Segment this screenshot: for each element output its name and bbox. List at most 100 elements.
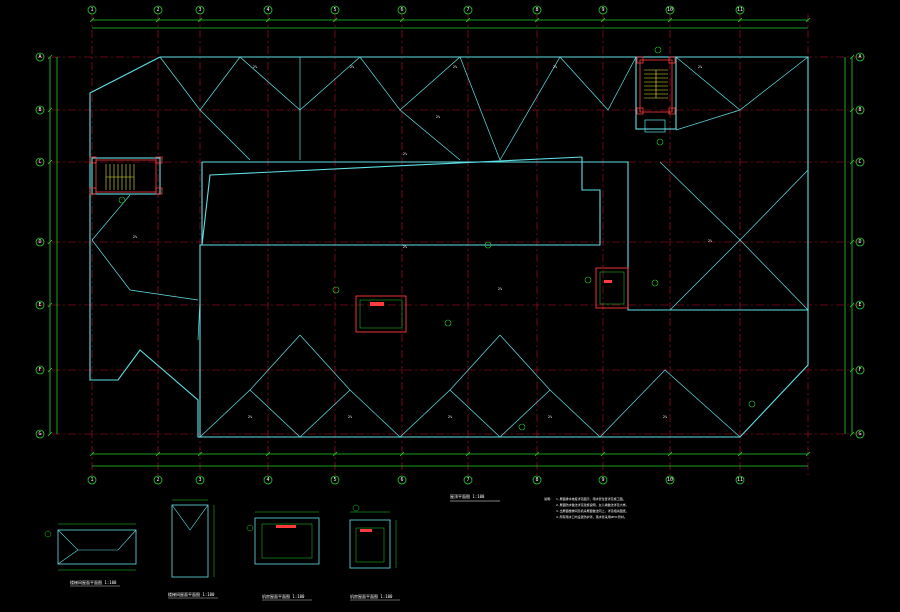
axis-bubble-label: 2	[156, 477, 159, 483]
axis-bubble-label: 3	[198, 477, 201, 483]
slope-label: 2%	[498, 287, 503, 291]
axis-bubble	[35, 157, 45, 167]
detail-drawing-3: 机房屋面平面图 1:100	[246, 511, 320, 601]
note-line: 1.屋面排水坡度详见图示，雨水管位置详见施工图。	[556, 496, 626, 501]
axis-bubble-label: 5	[333, 477, 336, 483]
axis-bubble	[463, 475, 473, 485]
axis-bubble	[35, 300, 45, 310]
left-stair-room	[89, 156, 163, 195]
axis-bubble	[397, 5, 407, 15]
axis-bubble	[855, 52, 865, 62]
axis-bubble-label: E	[858, 302, 861, 308]
slope-label: 2%	[453, 65, 458, 69]
axis-bubble	[855, 105, 865, 115]
axis-bubble	[598, 475, 608, 485]
slope-label: 2%	[403, 152, 408, 156]
slope-label: 2%	[350, 65, 355, 69]
machine-room-center	[355, 295, 407, 333]
axis-bubble	[35, 365, 45, 375]
dimension-lines	[49, 19, 853, 467]
detail-drawing-4: 机房屋面平面图 1:100	[349, 504, 400, 601]
slope-label: 2%	[698, 65, 703, 69]
axis-bubble-label: 11	[737, 7, 743, 13]
note-line: 3.出屋面楼梯间及机房屋面做法同上，详见相关图纸。	[556, 508, 629, 513]
machine-room-right	[595, 267, 629, 309]
axis-bubble	[35, 429, 45, 439]
axis-bubble	[855, 300, 865, 310]
axis-bubble	[397, 475, 407, 485]
slope-label: 2%	[248, 415, 253, 419]
detail-title-4: 机房屋面平面图 1:100	[350, 593, 393, 599]
axis-bubble	[735, 5, 745, 15]
axis-bubble	[153, 5, 163, 15]
axis-bubble-label: 7	[466, 477, 469, 483]
axis-bubble-label: B	[38, 107, 41, 113]
notes-block: 说明: 1.屋面排水坡度详见图示，雨水管位置详见施工图。 2.屋面防水做法详见建…	[544, 496, 629, 519]
axis-bubble-label: 9	[601, 7, 604, 13]
axis-bubble	[153, 475, 163, 485]
axis-bubble	[855, 365, 865, 375]
slope-label: 2%	[553, 65, 558, 69]
axis-bubble	[855, 157, 865, 167]
axis-bubble-label: 6	[400, 7, 403, 13]
axis-bubble-label: 2	[156, 7, 159, 13]
slope-label: 2%	[708, 239, 713, 243]
axis-bubble	[35, 52, 45, 62]
axis-bubble-label: 11	[737, 477, 743, 483]
slope-label: 2%	[663, 415, 668, 419]
axis-bubble-label: 8	[535, 477, 538, 483]
axis-bubble-label: 1	[90, 477, 93, 483]
axis-bubble	[87, 475, 97, 485]
axis-bubble-label: C	[858, 159, 861, 165]
slope-label: 2%	[348, 415, 353, 419]
axis-bubble-label: 1	[90, 7, 93, 13]
dimension-ticks	[47, 17, 855, 457]
axis-bubble	[35, 105, 45, 115]
axis-bubble-label: D	[858, 239, 861, 245]
slope-labels: 2% 2% 2% 2% 2% 2% 2% 2% 2% 2% 2% 2% 2% 2…	[133, 65, 713, 419]
detail-markers	[118, 46, 756, 431]
axis-bubble-label: 5	[333, 7, 336, 13]
axis-bubble-label: F	[858, 367, 861, 373]
axis-bubble-label: F	[38, 367, 41, 373]
axis-bubble-label: 7	[466, 7, 469, 13]
note-line: 2.屋面防水做法详见建施说明，女儿墙做法详见大样。	[556, 502, 629, 507]
axis-bubble	[263, 5, 273, 15]
axis-bubble	[463, 5, 473, 15]
slope-label: 2%	[448, 415, 453, 419]
axis-bubble	[532, 5, 542, 15]
main-title: 屋顶平面图 1:100	[450, 493, 485, 499]
axis-bubble-label: C	[38, 159, 41, 165]
detail-title-1: 楼梯间屋面平面图 1:100	[70, 579, 117, 585]
axis-bubble	[665, 5, 675, 15]
axis-bubble-label: 6	[400, 477, 403, 483]
axis-bubble	[263, 475, 273, 485]
axis-bubble-label: B	[858, 107, 861, 113]
axis-bubble	[855, 237, 865, 247]
axis-bubble	[330, 475, 340, 485]
axis-bubble	[532, 475, 542, 485]
axis-bubble-label: G	[38, 431, 41, 437]
axis-bubble-label: G	[858, 431, 861, 437]
detail-drawing-2: 楼梯间屋面平面图 1:100	[168, 499, 218, 599]
slope-label: 2%	[548, 415, 553, 419]
axis-bubble	[195, 5, 205, 15]
slope-label: 2%	[403, 245, 408, 249]
slope-label: 2%	[133, 235, 138, 239]
axis-bubble-label: 4	[266, 477, 269, 483]
detail-drawing-1: 楼梯间屋面平面图 1:100	[44, 523, 137, 587]
axis-bubble-label: 8	[535, 7, 538, 13]
axis-bubble-label: A	[38, 54, 41, 60]
axis-bubble	[35, 237, 45, 247]
note-line: 4.所有雨水口均设置防护罩，落水管采用UPVC管材。	[556, 514, 627, 519]
detail-title-2: 楼梯间屋面平面图 1:100	[168, 591, 215, 597]
axis-bubble	[735, 475, 745, 485]
axis-bubble-label: 9	[601, 477, 604, 483]
notes-heading: 说明:	[544, 496, 552, 501]
axis-bubble	[87, 5, 97, 15]
axis-bubble	[855, 429, 865, 439]
axis-bubble	[665, 475, 675, 485]
axis-bubble	[195, 475, 205, 485]
axis-bubble	[598, 5, 608, 15]
